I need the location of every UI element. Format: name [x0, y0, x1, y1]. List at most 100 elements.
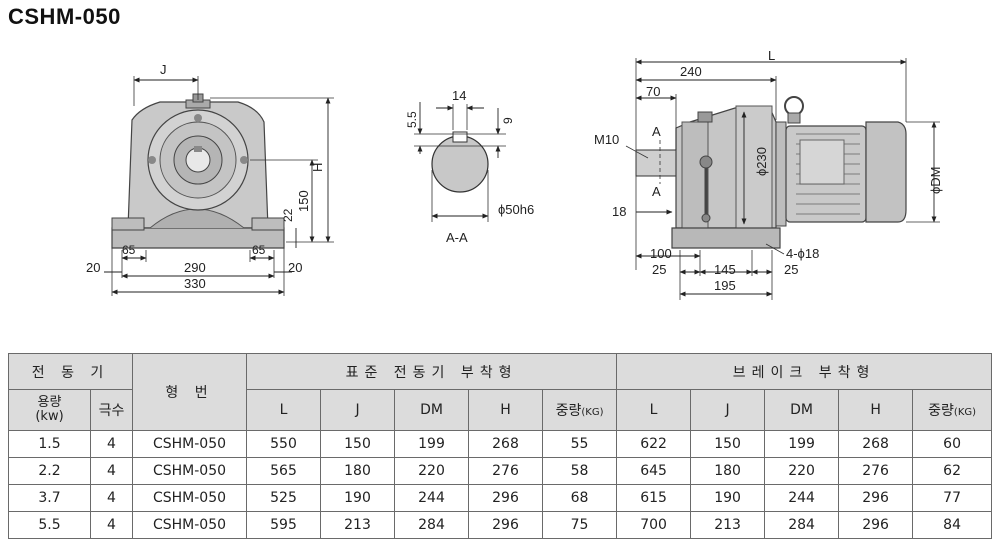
cell-kw: 5.5 — [8, 511, 91, 539]
header-brk-dm: DM — [764, 389, 840, 431]
cell-kw: 3.7 — [8, 484, 91, 512]
dim-240: 240 — [680, 64, 702, 79]
dim-m10: M10 — [594, 132, 619, 147]
dim-18: 18 — [612, 204, 626, 219]
table-row: 3.7 4 CSHM-050 525 190 244 296 68 615 19… — [8, 484, 993, 512]
front-view: J H 150 22 65 65 20 20 290 330 — [86, 62, 334, 296]
header-std-h: H — [468, 389, 544, 431]
cell-brk-dm: 284 — [764, 511, 840, 539]
header-brk-l: L — [616, 389, 692, 431]
cell-std-l: 525 — [246, 484, 322, 512]
cell-std-h: 296 — [468, 511, 544, 539]
dim-9: 9 — [501, 117, 515, 124]
cell-brk-dm: 244 — [764, 484, 840, 512]
dim-100: 100 — [650, 246, 672, 261]
cell-std-weight: 58 — [542, 457, 618, 485]
cell-brk-l: 700 — [616, 511, 692, 539]
technical-drawing: J H 150 22 65 65 20 20 290 330 — [86, 48, 943, 300]
dim-a-bottom: A — [652, 184, 661, 199]
dim-70: 70 — [646, 84, 660, 99]
cell-brk-dm: 199 — [764, 430, 840, 458]
cell-brk-l: 645 — [616, 457, 692, 485]
dim-holes: 4-ϕ18 — [786, 246, 819, 261]
dim-20-right: 20 — [288, 260, 302, 275]
dim-a-top: A — [652, 124, 661, 139]
table-row: 2.2 4 CSHM-050 565 180 220 276 58 645 18… — [8, 457, 993, 485]
cell-model: CSHM-050 — [132, 430, 248, 458]
dim-195: 195 — [714, 278, 736, 293]
page-title: CSHM-050 — [8, 4, 121, 29]
cell-model: CSHM-050 — [132, 457, 248, 485]
cell-std-weight: 75 — [542, 511, 618, 539]
header-brk-weight: 중량(KG) — [912, 389, 993, 431]
header-std-weight-unit: (KG) — [581, 407, 604, 418]
cell-poles: 4 — [89, 457, 134, 485]
table-row: 1.5 4 CSHM-050 550 150 199 268 55 622 15… — [8, 430, 993, 458]
dim-330: 330 — [184, 276, 206, 291]
header-brake: 브레이크 부착형 — [616, 353, 993, 390]
cell-std-j: 190 — [320, 484, 396, 512]
dim-290: 290 — [184, 260, 206, 275]
cell-brk-weight: 84 — [912, 511, 993, 539]
cell-std-dm: 284 — [394, 511, 470, 539]
cell-std-dm: 220 — [394, 457, 470, 485]
cell-std-j: 150 — [320, 430, 396, 458]
dim-14: 14 — [452, 88, 466, 103]
cell-std-j: 180 — [320, 457, 396, 485]
dim-j: J — [160, 62, 167, 77]
header-brk-j: J — [690, 389, 766, 431]
cell-brk-j: 180 — [690, 457, 766, 485]
cell-brk-h: 296 — [838, 511, 914, 539]
cell-poles: 4 — [89, 430, 134, 458]
dim-25-right: 25 — [784, 262, 798, 277]
header-std-j: J — [320, 389, 396, 431]
header-poles: 극수 — [89, 389, 134, 431]
cell-std-j: 213 — [320, 511, 396, 539]
dim-145: 145 — [714, 262, 736, 277]
header-capacity-line1: 용량 — [37, 395, 62, 410]
cell-brk-dm: 220 — [764, 457, 840, 485]
dim-25-left: 25 — [652, 262, 666, 277]
cell-std-weight: 68 — [542, 484, 618, 512]
section-view: 5.5 14 9 ϕ50h6 A-A — [405, 88, 534, 245]
cell-poles: 4 — [89, 484, 134, 512]
header-std-dm: DM — [394, 389, 470, 431]
dim-h: H — [310, 163, 325, 172]
spec-table: 전 동 기 형 번 표준 전동기 부착형 브레이크 부착형 용량 (kw) 극수… — [7, 353, 993, 539]
dim-shaft: ϕ50h6 — [498, 202, 534, 217]
header-std-weight-label: 중량 — [555, 403, 582, 419]
cell-brk-j: 190 — [690, 484, 766, 512]
cell-model: CSHM-050 — [132, 484, 248, 512]
cell-std-h: 268 — [468, 430, 544, 458]
dim-l: L — [768, 48, 775, 63]
dim-65-left: 65 — [122, 243, 136, 257]
dim-65-right: 65 — [252, 243, 266, 257]
cell-std-l: 565 — [246, 457, 322, 485]
cell-std-h: 276 — [468, 457, 544, 485]
header-motor: 전 동 기 — [7, 353, 134, 390]
header-brk-weight-label: 중량 — [928, 403, 954, 419]
header-brk-h: H — [838, 389, 914, 431]
header-std-weight: 중량(KG) — [542, 389, 618, 431]
cell-brk-weight: 60 — [912, 430, 993, 458]
cell-poles: 4 — [89, 511, 134, 539]
cell-std-l: 550 — [246, 430, 322, 458]
cell-std-dm: 199 — [394, 430, 470, 458]
header-standard: 표준 전동기 부착형 — [246, 353, 618, 390]
cell-std-weight: 55 — [542, 430, 618, 458]
cell-brk-h: 296 — [838, 484, 914, 512]
cell-brk-j: 150 — [690, 430, 766, 458]
cell-brk-weight: 62 — [912, 457, 993, 485]
cell-kw: 2.2 — [8, 457, 91, 485]
header-std-l: L — [246, 389, 322, 431]
cell-brk-l: 615 — [616, 484, 692, 512]
header-brk-weight-unit: (KG) — [953, 407, 977, 418]
header-capacity: 용량 (kw) — [8, 389, 91, 431]
cell-brk-weight: 77 — [912, 484, 993, 512]
cell-brk-l: 622 — [616, 430, 692, 458]
cell-model: CSHM-050 — [132, 511, 248, 539]
cell-brk-j: 213 — [690, 511, 766, 539]
dim-230: ϕ230 — [754, 147, 769, 176]
dim-5-5: 5.5 — [405, 111, 419, 128]
side-view: L 240 70 M10 A A ϕ230 ϕDM 18 100 4-ϕ18 2… — [594, 48, 943, 300]
